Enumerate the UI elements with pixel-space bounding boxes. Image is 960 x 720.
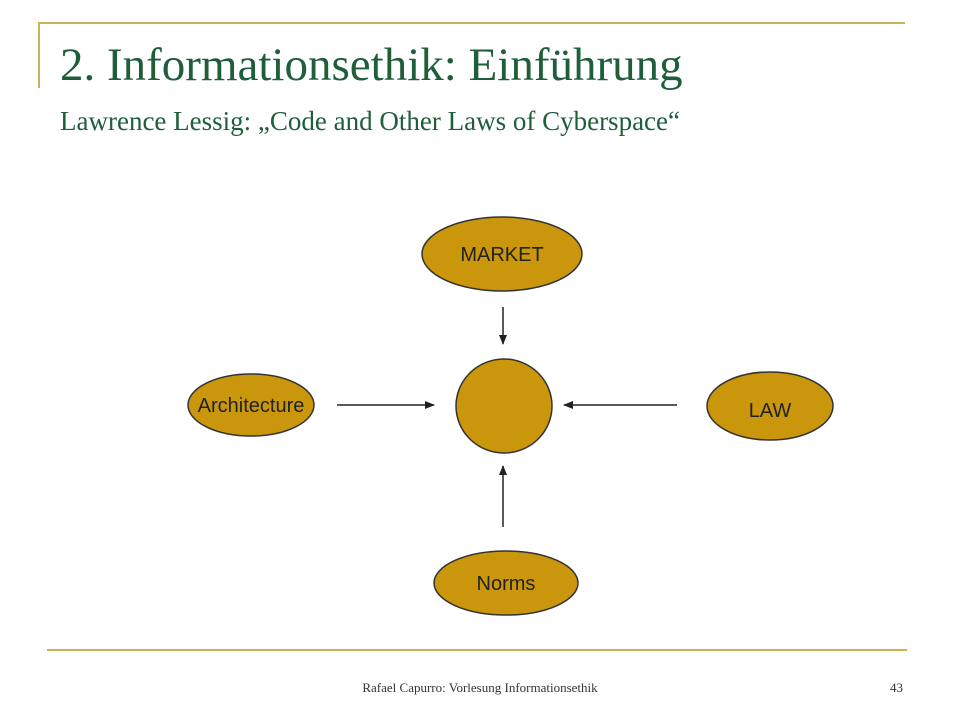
node-market: MARKET (421, 216, 583, 292)
node-market-label: MARKET (460, 244, 543, 266)
slide-title: 2. Informationsethik: Einführung (60, 39, 683, 91)
node-center (455, 358, 553, 454)
slide-subtitle: Lawrence Lessig: „Code and Other Laws of… (60, 106, 680, 136)
node-law: LAW (706, 371, 834, 441)
footer-author: Rafael Capurro: Vorlesung Informationset… (362, 680, 598, 695)
left-accent-line (38, 22, 40, 88)
node-norms-label: Norms (477, 573, 536, 595)
top-divider-line (40, 22, 905, 24)
page-number: 43 (890, 680, 903, 695)
node-norms: Norms (433, 550, 579, 616)
node-architecture-label: Architecture (198, 395, 305, 417)
node-architecture: Architecture (187, 373, 315, 437)
bottom-divider-line (47, 649, 907, 651)
node-law-label: LAW (749, 400, 792, 422)
